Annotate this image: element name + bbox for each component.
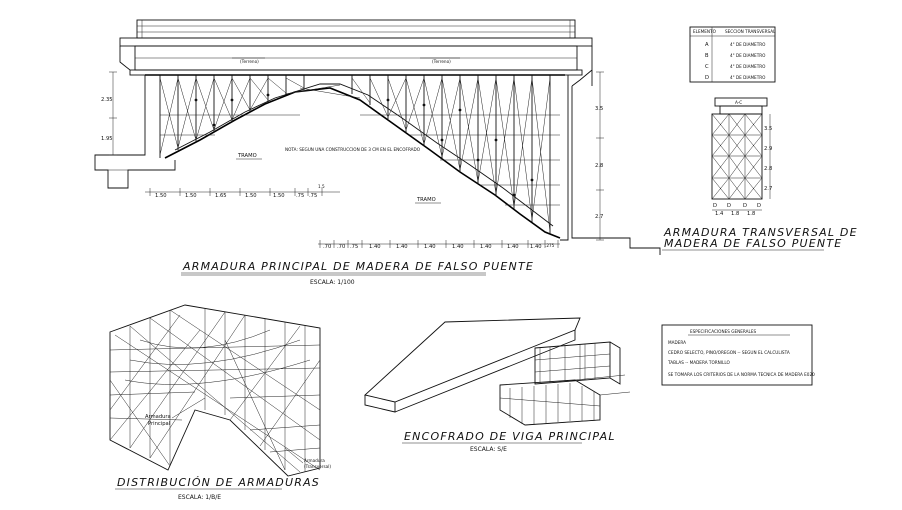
transversal-label: (Transversal) (304, 464, 331, 469)
distribution-title: DISTRIBUCIÓN DE ARMADURAS (117, 476, 320, 489)
table-row-section: 4" DE DIAMETRO (730, 53, 766, 58)
dim-br-4: 1.40 (369, 244, 381, 250)
section-table: ELEMENTO SECCION TRANSVERSAL A 4" DE DIA… (689, 26, 776, 83)
trans-bottom-3: 1.8 (747, 211, 755, 217)
dim-br-1: .70 (323, 244, 331, 250)
armadura-label: Armadura (145, 414, 171, 420)
specs-line: MADERA (668, 340, 686, 345)
specs-line: CEDRO SELECTO, PINO/OREGON -- SEGUN EL C… (668, 350, 790, 355)
trans-bottom-2: 1.8 (731, 211, 739, 217)
trans-height-2: 2.9 (764, 146, 772, 152)
main-truss-scale: ESCALA: 1/100 (310, 279, 355, 286)
beam-formwork-isometric: ENCOFRADO DE VIGA PRINCIPAL ESCALA: S/E (364, 317, 631, 453)
specs-title: ESPECIFICACIONES GENERALES (690, 329, 756, 334)
trans-bottom-1: 1.4 (715, 211, 724, 217)
table-header-element: ELEMENTO (693, 29, 717, 34)
dim-br-9: 1.40 (507, 244, 519, 250)
transverse-title-2: MADERA DE FALSO PUENTE (664, 237, 842, 250)
dim-bl-7: .75 (309, 193, 317, 199)
terreno-label-right: (Terreno) (432, 59, 451, 64)
main-truss-elevation: (Terreno) (Terreno) TRAMO TRAMO NOTA: SE… (94, 19, 661, 286)
dim-bl-3: 1.65 (215, 193, 227, 199)
table-row-section: 4" DE DIAMETRO (730, 75, 766, 80)
main-truss-title: ARMADURA PRINCIPAL DE MADERA DE FALSO PU… (182, 260, 534, 273)
left-height-top: 2.35 (101, 97, 113, 103)
tramo-label-right: TRAMO (416, 197, 436, 203)
right-height-1: 3.5 (595, 106, 603, 112)
right-height-2: 2.8 (595, 163, 603, 169)
tramo-label-left: TRAMO (237, 153, 257, 159)
construction-note: NOTA: SEGUN UNA CONSTRUCCION DE 3 CM EN … (285, 147, 421, 152)
truss-distribution-isometric: Armadura Principal Armadura (Transversal… (109, 304, 331, 501)
trans-height-4: 2.7 (764, 186, 772, 192)
table-header-section: SECCION TRANSVERSAL (725, 29, 776, 34)
trans-letter-3: D (743, 203, 747, 209)
dim-bl-6: .75 (296, 193, 304, 199)
specs-line: TABLAS -- MADERA TORNILLO (667, 360, 731, 365)
specs-line: SE TOMARA LOS CRITERIOS DE LA NORMA TECN… (668, 372, 815, 377)
table-row-element: C (705, 64, 709, 70)
trans-letter-1: D (713, 203, 717, 209)
right-height-3: 2.7 (595, 214, 603, 220)
dim-br-10: 1.40 (530, 244, 542, 250)
distribution-scale: ESCALA: 1/B/E (178, 494, 221, 501)
trans-height-1: 3.5 (764, 126, 772, 132)
dim-bl-4: 1.50 (245, 193, 257, 199)
table-row-element: B (705, 53, 709, 59)
transverse-truss: A-C 3.5 2.9 2.8 2.7 D D D (662, 97, 858, 251)
terreno-label-left: (Terreno) (240, 59, 259, 64)
dim-br-2: .70 (337, 244, 345, 250)
table-row-section: 4" DE DIAMETRO (730, 64, 766, 69)
dim-bl-1: 1.50 (155, 193, 167, 199)
table-row-section: 4" DE DIAMETRO (730, 42, 766, 47)
table-row-element: A (705, 42, 709, 48)
specs-box: ESPECIFICACIONES GENERALES MADERA CEDRO … (661, 324, 815, 386)
formwork-scale: ESCALA: S/E (470, 446, 507, 453)
formwork-title: ENCOFRADO DE VIGA PRINCIPAL (404, 430, 616, 443)
dim-br-7: 1.40 (452, 244, 464, 250)
left-height-bottom: 1.95 (101, 136, 113, 142)
dim-bl-5: 1.50 (273, 193, 285, 199)
transverse-title-1: ARMADURA TRANSVERSAL DE (663, 226, 858, 239)
table-row-element: D (705, 75, 709, 81)
dim-bottom-mid: 1.5 (318, 184, 325, 189)
trans-letter-2: D (727, 203, 731, 209)
trans-height-3: 2.8 (764, 166, 772, 172)
dim-br-3: .75 (350, 244, 358, 250)
dim-bl-2: 1.50 (185, 193, 197, 199)
ac-label: A-C (735, 100, 742, 105)
trans-letter-4: D (757, 203, 761, 209)
principal-label: Principal (148, 421, 170, 427)
armadura-transversal-label: Armadura (304, 458, 325, 463)
dim-br-5: 1.40 (396, 244, 408, 250)
dim-br-8: 1.40 (480, 244, 492, 250)
dim-br-6: 1.40 (424, 244, 436, 250)
dim-br-11: .275 (545, 243, 555, 248)
